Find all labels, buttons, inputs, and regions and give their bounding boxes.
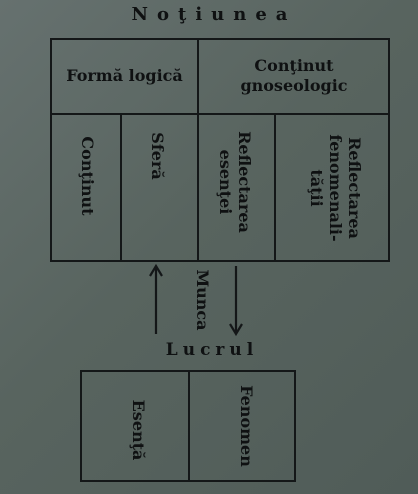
- continut-column-label: Conţinut: [78, 136, 97, 216]
- forma-logica-divider: [120, 113, 122, 262]
- down-arrow-icon: [229, 266, 243, 337]
- continut-gnoseologic-label-line1: Conţinut: [254, 56, 334, 75]
- object-divider: [188, 370, 190, 482]
- continut-gnoseologic-divider: [274, 113, 276, 262]
- up-arrow-icon: [149, 263, 163, 334]
- reflectarea-esentei-column-label: Reflectarea esenţei: [216, 131, 254, 233]
- munca-link-label: Munca: [193, 269, 212, 331]
- esenta-column-label: Esenţă: [129, 399, 148, 461]
- concept-header-divider: [50, 113, 390, 115]
- sfera-column-label: Sferă: [148, 132, 167, 180]
- forma-logica-label: Formă logică: [66, 66, 183, 85]
- lucrul-label: Lucrul: [165, 340, 259, 360]
- diagram-title: Noţiunea: [131, 4, 297, 25]
- concept-box: [50, 38, 390, 262]
- continut-gnoseologic-label-line2: gnoseologic: [240, 76, 348, 95]
- concept-main-divider: [197, 38, 199, 262]
- reflectarea-fenomenalitatii-column-label: Reflectarea fenomenali- tăţii: [307, 134, 364, 242]
- fenomen-column-label: Fenomen: [237, 385, 256, 467]
